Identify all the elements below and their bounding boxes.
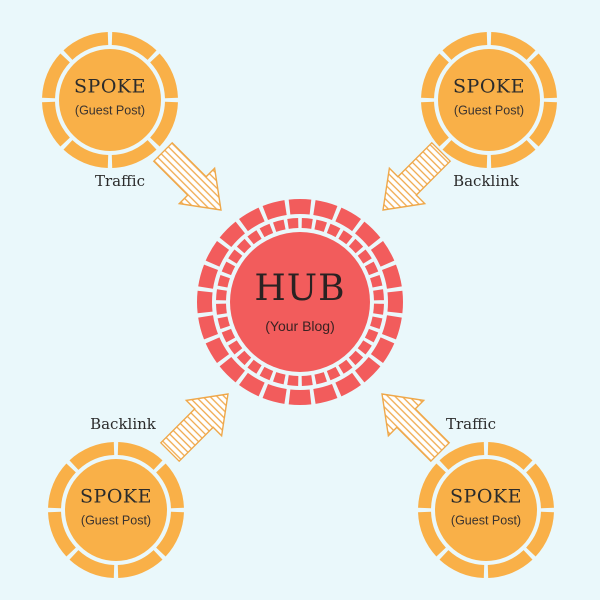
spoke-top-right-shape — [421, 32, 557, 168]
spoke-bottom-right-shape — [418, 442, 554, 578]
arrow-top-left-icon — [152, 141, 222, 211]
flow-label-top-left: Traffic — [95, 172, 145, 190]
flow-arrows — [152, 141, 452, 463]
flow-label-bottom-left: Backlink — [90, 415, 156, 433]
arrow-top-right-icon — [382, 141, 452, 211]
hub-circle — [197, 198, 403, 405]
flow-label-bottom-right: Traffic — [446, 415, 496, 433]
arrow-bottom-left-icon — [159, 393, 229, 463]
spoke-bottom-left-shape — [48, 442, 184, 578]
spoke-top-left-shape — [42, 32, 178, 168]
flow-label-top-right: Backlink — [453, 172, 519, 190]
spoke-circles — [42, 32, 557, 578]
arrow-bottom-right-icon — [381, 393, 451, 463]
